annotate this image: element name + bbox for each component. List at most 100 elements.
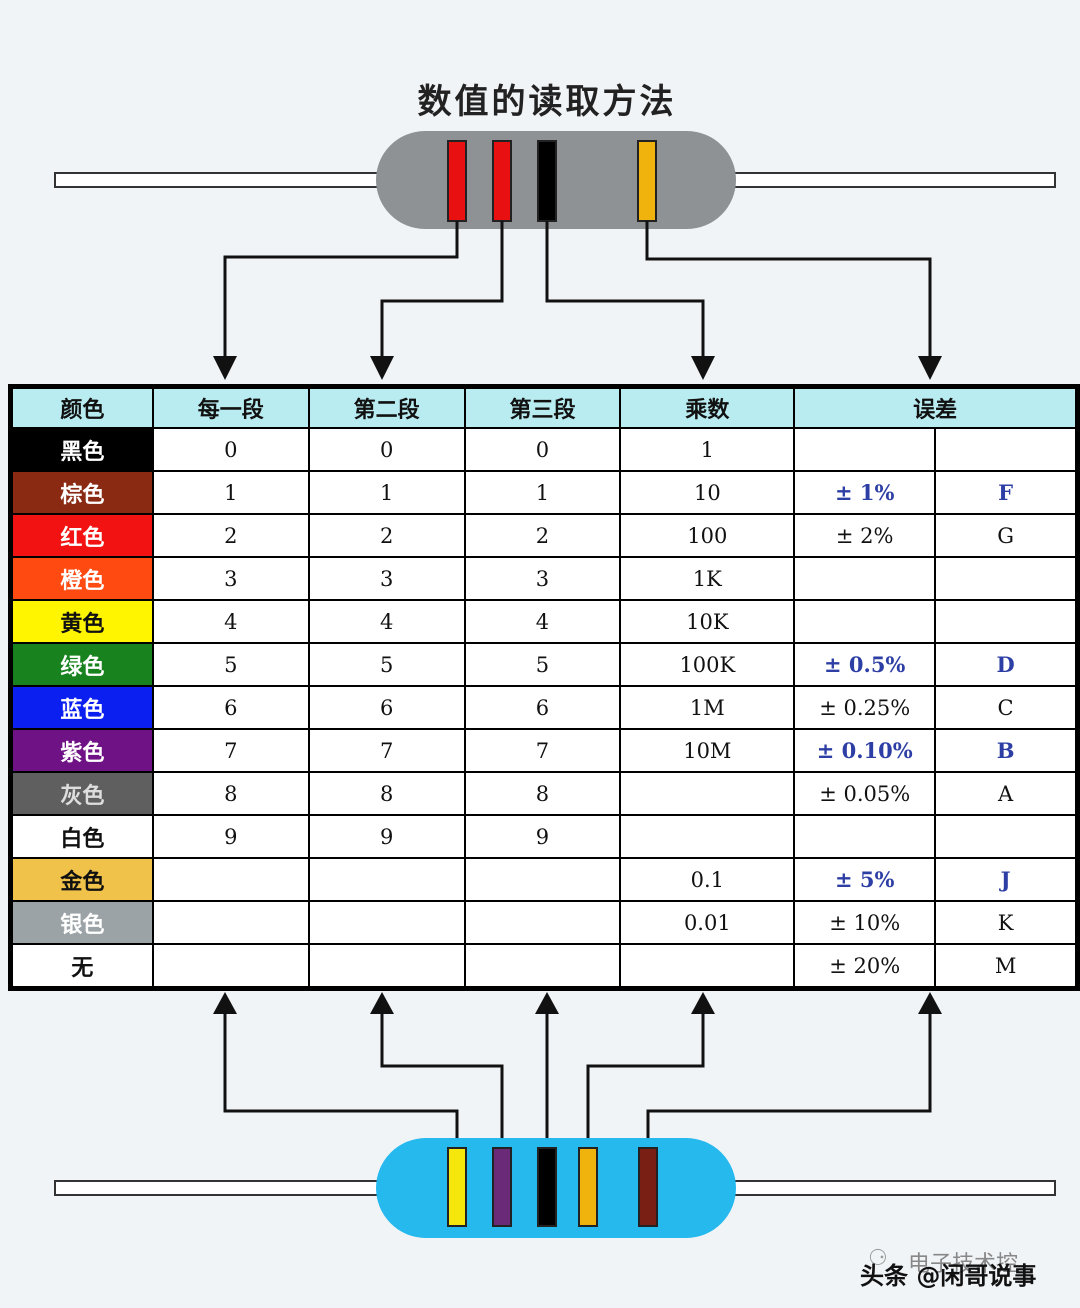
multiplier-value: 10 [619, 470, 796, 515]
second-band-value [307, 857, 466, 902]
bottom-resistor-band-3 [537, 1147, 557, 1227]
second-band-value: 3 [307, 556, 466, 601]
color-name-cell: 黄色 [11, 599, 154, 644]
top-resistor-band-4 [637, 140, 657, 222]
third-band-value: 1 [463, 470, 622, 515]
connector-band2-to-second [380, 221, 504, 362]
third-band-value: 3 [463, 556, 622, 601]
third-band-value: 2 [463, 513, 622, 558]
connector-band5-to-tolerance [646, 1010, 932, 1150]
tolerance-code [934, 556, 1077, 601]
tolerance-percent [793, 556, 937, 601]
tolerance-code: M [934, 943, 1077, 988]
connector-band1-to-first [223, 1010, 459, 1150]
top-resistor-band-2 [492, 140, 512, 222]
multiplier-value: 0.1 [619, 857, 796, 902]
second-band-value [307, 900, 466, 945]
tolerance-percent: ± 5% [793, 857, 937, 902]
color-name-cell: 棕色 [11, 470, 154, 515]
color-name-cell: 灰色 [11, 771, 154, 816]
tolerance-code: A [934, 771, 1077, 816]
first-band-value [151, 900, 310, 945]
third-band-value: 7 [463, 728, 622, 773]
first-band-value: 9 [151, 814, 310, 859]
second-band-value: 9 [307, 814, 466, 859]
color-name-cell: 无 [11, 943, 154, 988]
connector-band2-to-second [380, 1010, 504, 1150]
color-name-cell: 金色 [11, 857, 154, 902]
tolerance-percent [793, 427, 937, 472]
third-band-value: 4 [463, 599, 622, 644]
multiplier-value: 1M [619, 685, 796, 730]
top-resistor [54, 131, 1056, 229]
third-band-value: 9 [463, 814, 622, 859]
diagram-title: 数值的读取方法 [417, 82, 677, 122]
first-band-value [151, 943, 310, 988]
color-name-cell: 紫色 [11, 728, 154, 773]
bottom-connectors [223, 1010, 932, 1150]
second-band-value: 6 [307, 685, 466, 730]
multiplier-value [619, 943, 796, 988]
tolerance-percent: ± 0.05% [793, 771, 937, 816]
second-band-value [307, 943, 466, 988]
bottom-resistor-band-4 [578, 1147, 598, 1227]
tolerance-code: J [934, 857, 1077, 902]
color-name-cell: 白色 [11, 814, 154, 859]
second-band-value: 5 [307, 642, 466, 687]
tolerance-code: G [934, 513, 1077, 558]
arrow-down-icon [370, 356, 394, 380]
first-band-value: 2 [151, 513, 310, 558]
arrow-down-icon [918, 356, 942, 380]
arrow-up-icon [535, 992, 559, 1014]
top-arrowheads [213, 356, 942, 380]
header-color: 颜色 [11, 387, 154, 429]
first-band-value: 1 [151, 470, 310, 515]
arrow-up-icon [213, 992, 237, 1014]
tolerance-percent: ± 2% [793, 513, 937, 558]
table-row: 无 ± 20%M [11, 943, 1077, 988]
arrow-up-icon [691, 992, 715, 1014]
wechat-icon: ⚆ [868, 1246, 888, 1271]
first-band-value: 8 [151, 771, 310, 816]
connector-band3-to-multiplier [545, 221, 705, 362]
connector-band4-to-tolerance [645, 221, 932, 362]
header-first-band: 每一段 [151, 387, 310, 429]
third-band-value: 8 [463, 771, 622, 816]
watermark: ⚆ 电子技术控 头条 @闲哥说事 [856, 1246, 1076, 1306]
first-band-value: 6 [151, 685, 310, 730]
multiplier-value: 10M [619, 728, 796, 773]
third-band-value: 5 [463, 642, 622, 687]
tolerance-percent: ± 0.10% [793, 728, 937, 773]
header-second-band: 第二段 [307, 387, 466, 429]
bottom-resistor-band-1 [447, 1147, 467, 1227]
table-row: 金色 0.1± 5%J [11, 857, 1077, 902]
watermark-line-2: 头条 @闲哥说事 [860, 1262, 1037, 1290]
tolerance-percent: ± 20% [793, 943, 937, 988]
second-band-value: 0 [307, 427, 466, 472]
third-band-value [463, 900, 622, 945]
watermark-line-1: 电子技术控 [908, 1252, 1019, 1277]
first-band-value: 5 [151, 642, 310, 687]
arrow-down-icon [213, 356, 237, 380]
color-name-cell: 蓝色 [11, 685, 154, 730]
first-band-value [151, 857, 310, 902]
second-band-value: 7 [307, 728, 466, 773]
tolerance-percent: ± 0.5% [793, 642, 937, 687]
third-band-value: 0 [463, 427, 622, 472]
third-band-value: 6 [463, 685, 622, 730]
tolerance-percent [793, 599, 937, 644]
tolerance-percent [793, 814, 937, 859]
tolerance-code: C [934, 685, 1077, 730]
multiplier-value: 0.01 [619, 900, 796, 945]
